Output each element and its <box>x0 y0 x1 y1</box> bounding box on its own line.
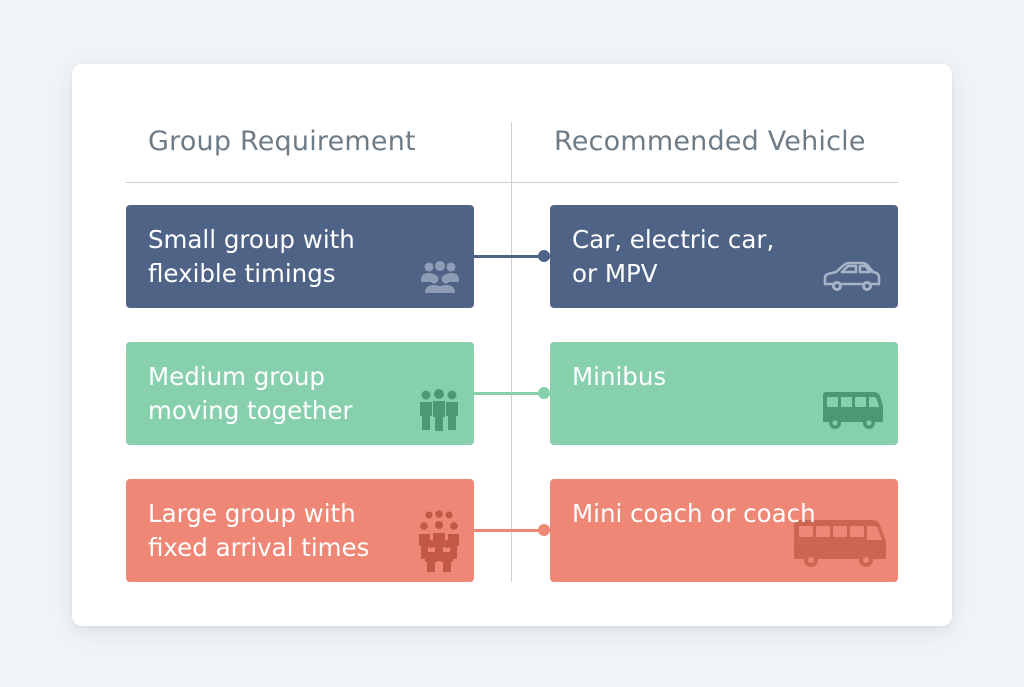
car-icon <box>823 261 881 291</box>
minibus-icon <box>823 392 883 429</box>
connector-dot <box>538 524 550 536</box>
vehicle-label: Minibus <box>572 362 667 391</box>
header-group-requirement: Group Requirement <box>148 126 416 157</box>
requirement-box-large-group: Large group with fixed arrival times <box>126 479 474 582</box>
people-icon <box>420 389 458 431</box>
comparison-card: Group Requirement Recommended Vehicle Sm… <box>72 64 952 626</box>
group-icon <box>421 261 459 293</box>
header-rule <box>126 182 898 183</box>
requirement-box-medium-group: Medium group moving together <box>126 342 474 445</box>
crowd-icon <box>419 510 459 572</box>
connector-line <box>474 392 550 395</box>
vehicle-box-car: Car, electric car, or MPV <box>550 205 898 308</box>
vehicle-box-minibus: Minibus <box>550 342 898 445</box>
connector-dot <box>538 250 550 262</box>
requirement-label: Medium group moving together <box>148 362 353 425</box>
column-divider <box>511 122 512 582</box>
connector-line <box>474 255 550 258</box>
requirement-label: Large group with fixed arrival times <box>148 499 370 562</box>
connector-line <box>474 529 550 532</box>
vehicle-label: Car, electric car, or MPV <box>572 225 775 288</box>
header-recommended-vehicle: Recommended Vehicle <box>554 126 866 157</box>
coach-icon <box>794 520 886 567</box>
connector-dot <box>538 387 550 399</box>
requirement-box-small-group: Small group with flexible timings <box>126 205 474 308</box>
vehicle-box-coach: Mini coach or coach <box>550 479 898 582</box>
vehicle-label: Mini coach or coach <box>572 499 816 528</box>
requirement-label: Small group with flexible timings <box>148 225 355 288</box>
